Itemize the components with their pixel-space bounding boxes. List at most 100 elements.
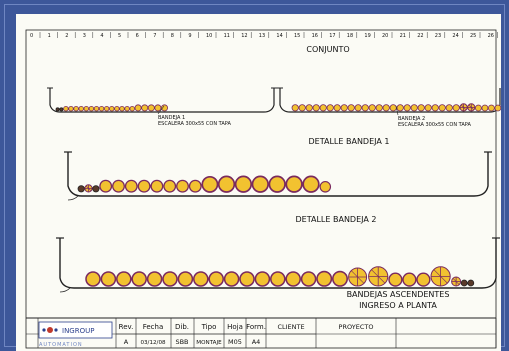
callout-bandeja-2-line1: BANDEJA 2: [398, 116, 425, 122]
title-block-header: Dib.: [175, 323, 189, 331]
cable: [431, 104, 439, 112]
cable: [160, 104, 168, 112]
cable: [176, 179, 189, 193]
cable: [285, 175, 303, 193]
ruler-tick-label: 19: [364, 33, 370, 39]
ruler-tick-label: 15: [294, 33, 300, 39]
cable: [234, 175, 253, 193]
cable: [326, 104, 334, 112]
ruler-tick-label: 2: [65, 33, 68, 39]
cable: [402, 272, 417, 287]
note-line-2: INGRESO A PLANTA: [359, 301, 437, 310]
note-line-1: BANDEJAS ASCENDENTES: [347, 290, 450, 299]
cable: [270, 271, 286, 287]
small-cable: [92, 185, 100, 193]
cable: [438, 104, 446, 112]
cable: [114, 105, 120, 112]
cable: [298, 104, 306, 112]
cable: [109, 105, 115, 112]
cable: [312, 104, 320, 112]
cable: [291, 104, 299, 112]
callout-bandeja-2-line2: ESCALERA 300x55 CON TAPA: [398, 122, 471, 128]
ruler-tick-label: 18: [347, 33, 353, 39]
cable: [319, 181, 332, 193]
cable: [99, 179, 113, 193]
cable: [251, 175, 269, 193]
title-block-header: PROYECTO: [339, 323, 374, 331]
cable: [78, 105, 84, 112]
cable: [416, 272, 431, 287]
title-block-value: SBB: [175, 338, 188, 346]
cable: [333, 104, 341, 112]
ruler-tick-label: 7: [153, 33, 156, 39]
cable: [300, 271, 317, 287]
ruler-tick-label: 3: [83, 33, 86, 39]
small-cable: [467, 279, 475, 287]
callout-bandeja-1-line1: BANDEJA 1: [158, 115, 185, 121]
title-block-value: A4: [252, 338, 261, 346]
cable: [124, 105, 130, 112]
cable: [93, 105, 100, 112]
cable: [340, 104, 348, 112]
ruler-tick-label: 11: [224, 33, 230, 39]
title-detalle-bandeja-1: DETALLE BANDEJA 1: [309, 137, 390, 146]
cable: [163, 179, 177, 193]
cable: [410, 104, 418, 112]
cable: [154, 104, 162, 112]
cable: [141, 104, 149, 112]
ruler-tick-label: 1: [48, 33, 51, 39]
cable: [305, 104, 313, 112]
title-block-header: Hoja: [227, 323, 243, 331]
small-cable: [59, 107, 64, 112]
cable: [83, 105, 89, 112]
ruler-tick-label: 25: [470, 33, 476, 39]
cable: [239, 271, 255, 287]
cable: [85, 271, 101, 287]
cable: [100, 271, 117, 287]
cable: [481, 104, 489, 112]
title-block-header: Fecha: [143, 323, 164, 331]
conjunto-tray-1: [47, 87, 277, 113]
ingroup-logo: INGROUP AUTOMATION: [38, 321, 113, 348]
cable: [316, 270, 333, 287]
cable: [146, 271, 163, 287]
cable: [268, 175, 286, 193]
title-detalle-bandeja-2: DETALLE BANDEJA 2: [296, 215, 377, 224]
ruler-tick-label: 0: [30, 33, 33, 39]
cable: [319, 104, 327, 112]
ruler-tick-label: 22: [417, 33, 423, 39]
ruler-tick-label: 16: [312, 33, 318, 39]
cable: [223, 271, 240, 287]
ruler-tick-label: 12: [241, 33, 247, 39]
cable: [375, 104, 383, 112]
cable: [201, 175, 219, 193]
small-cable: [55, 107, 60, 112]
cable: [487, 104, 495, 112]
cable: [63, 105, 69, 112]
ruler-tick-label: 23: [435, 33, 441, 39]
cable: [361, 104, 369, 112]
cable: [116, 271, 132, 287]
title-block-value: MONTAJE: [196, 340, 222, 346]
sheet-border: [25, 29, 497, 349]
cable: [193, 271, 209, 287]
title-conjunto: CONJUNTO: [306, 45, 349, 54]
cable: [417, 104, 425, 112]
small-cable: [460, 279, 468, 287]
ruler-tick-label: 20: [382, 33, 388, 39]
cable: [88, 105, 95, 112]
cable: [424, 104, 432, 112]
ruler-tick-label: 9: [188, 33, 191, 39]
ruler-tick-label: 6: [136, 33, 139, 39]
cable: [403, 104, 411, 112]
conjunto-tray-2: [277, 87, 501, 113]
ruler-tick-label: 14: [276, 33, 282, 39]
callout-leader-2: [395, 105, 399, 116]
cable: [368, 104, 376, 112]
cable: [134, 104, 142, 112]
title-block-header: Form.: [246, 323, 266, 331]
